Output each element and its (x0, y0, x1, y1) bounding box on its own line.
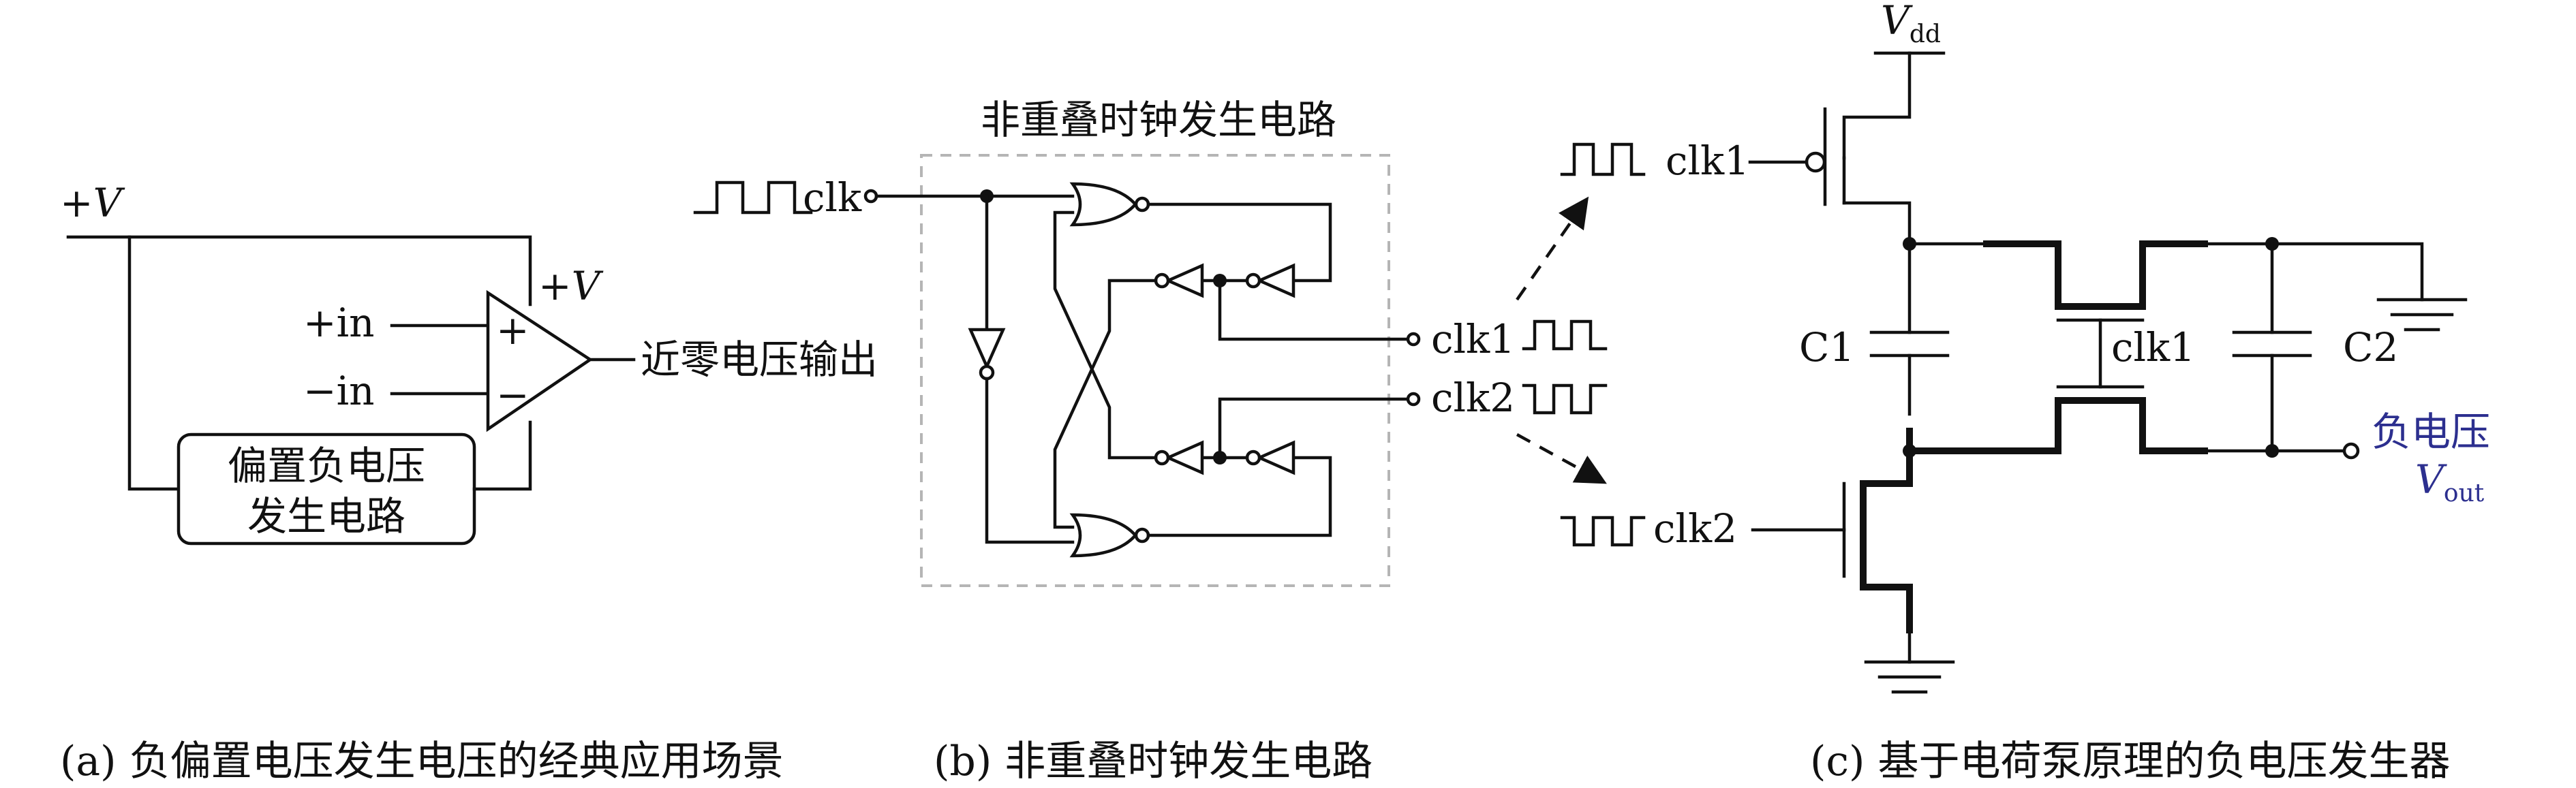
nor-gate-2 (1069, 513, 1137, 558)
panel-c: Vdd clk1 C1 clk1 (1560, 0, 2490, 785)
opamp-supply-label: +V (538, 263, 604, 309)
bias-box-line1: 偏置负电压 (228, 443, 425, 489)
clk2-out-label: clk2 (1431, 375, 1515, 421)
panel-b-title: 非重叠时钟发生电路 (981, 97, 1336, 143)
in-minus-label: −in (303, 368, 375, 414)
caption-c: (c) 基于电荷泵原理的负电压发生器 (1810, 738, 2451, 785)
clk2-gate-waveform-icon (1560, 516, 1646, 547)
clk1-gate-waveform-icon (1560, 142, 1646, 176)
opamp-plus-sign: + (496, 307, 530, 353)
clk2-waveform-icon (1522, 383, 1608, 415)
c1-label: C1 (1799, 324, 1854, 371)
arrow-to-clk1 (1516, 196, 1589, 301)
clock-generator-dashed-box (920, 154, 1390, 587)
panel-a: +V 偏置负电压 发生电路 +in −in + − +V 近零电压输出 (a) … (60, 180, 878, 785)
caption-b: (b) 非重叠时钟发生电路 (934, 738, 1373, 785)
clk1-out-label: clk1 (1431, 316, 1515, 362)
vdd-label: Vdd (1881, 0, 1941, 48)
clk-in-label: clk (803, 174, 862, 221)
clk1-waveform-icon (1522, 319, 1608, 351)
opamp-triangle (486, 289, 594, 432)
arrow-to-clk2 (1516, 433, 1607, 484)
switch-clk1-label: clk1 (2111, 324, 2195, 371)
bias-box-line2: 发生电路 (247, 493, 405, 539)
clk-waveform-icon (693, 180, 813, 215)
neg-voltage-label: 负电压 (2372, 409, 2490, 455)
opamp-minus-sign: − (496, 372, 530, 418)
panel-b: 非重叠时钟发生电路 clk (693, 97, 1608, 785)
vout-label: Vout (2415, 456, 2485, 507)
caption-a: (a) 负偏置电压发生电压的经典应用场景 (60, 738, 784, 785)
in-plus-label: +in (303, 300, 375, 346)
clk2-gate-label: clk2 (1653, 505, 1737, 552)
c2-label: C2 (2343, 324, 2398, 371)
nor-gate-1 (1069, 182, 1137, 227)
clk1-gate-label: clk1 (1666, 138, 1749, 184)
supply-label: +V (60, 180, 125, 226)
output-label: 近零电压输出 (641, 336, 878, 383)
